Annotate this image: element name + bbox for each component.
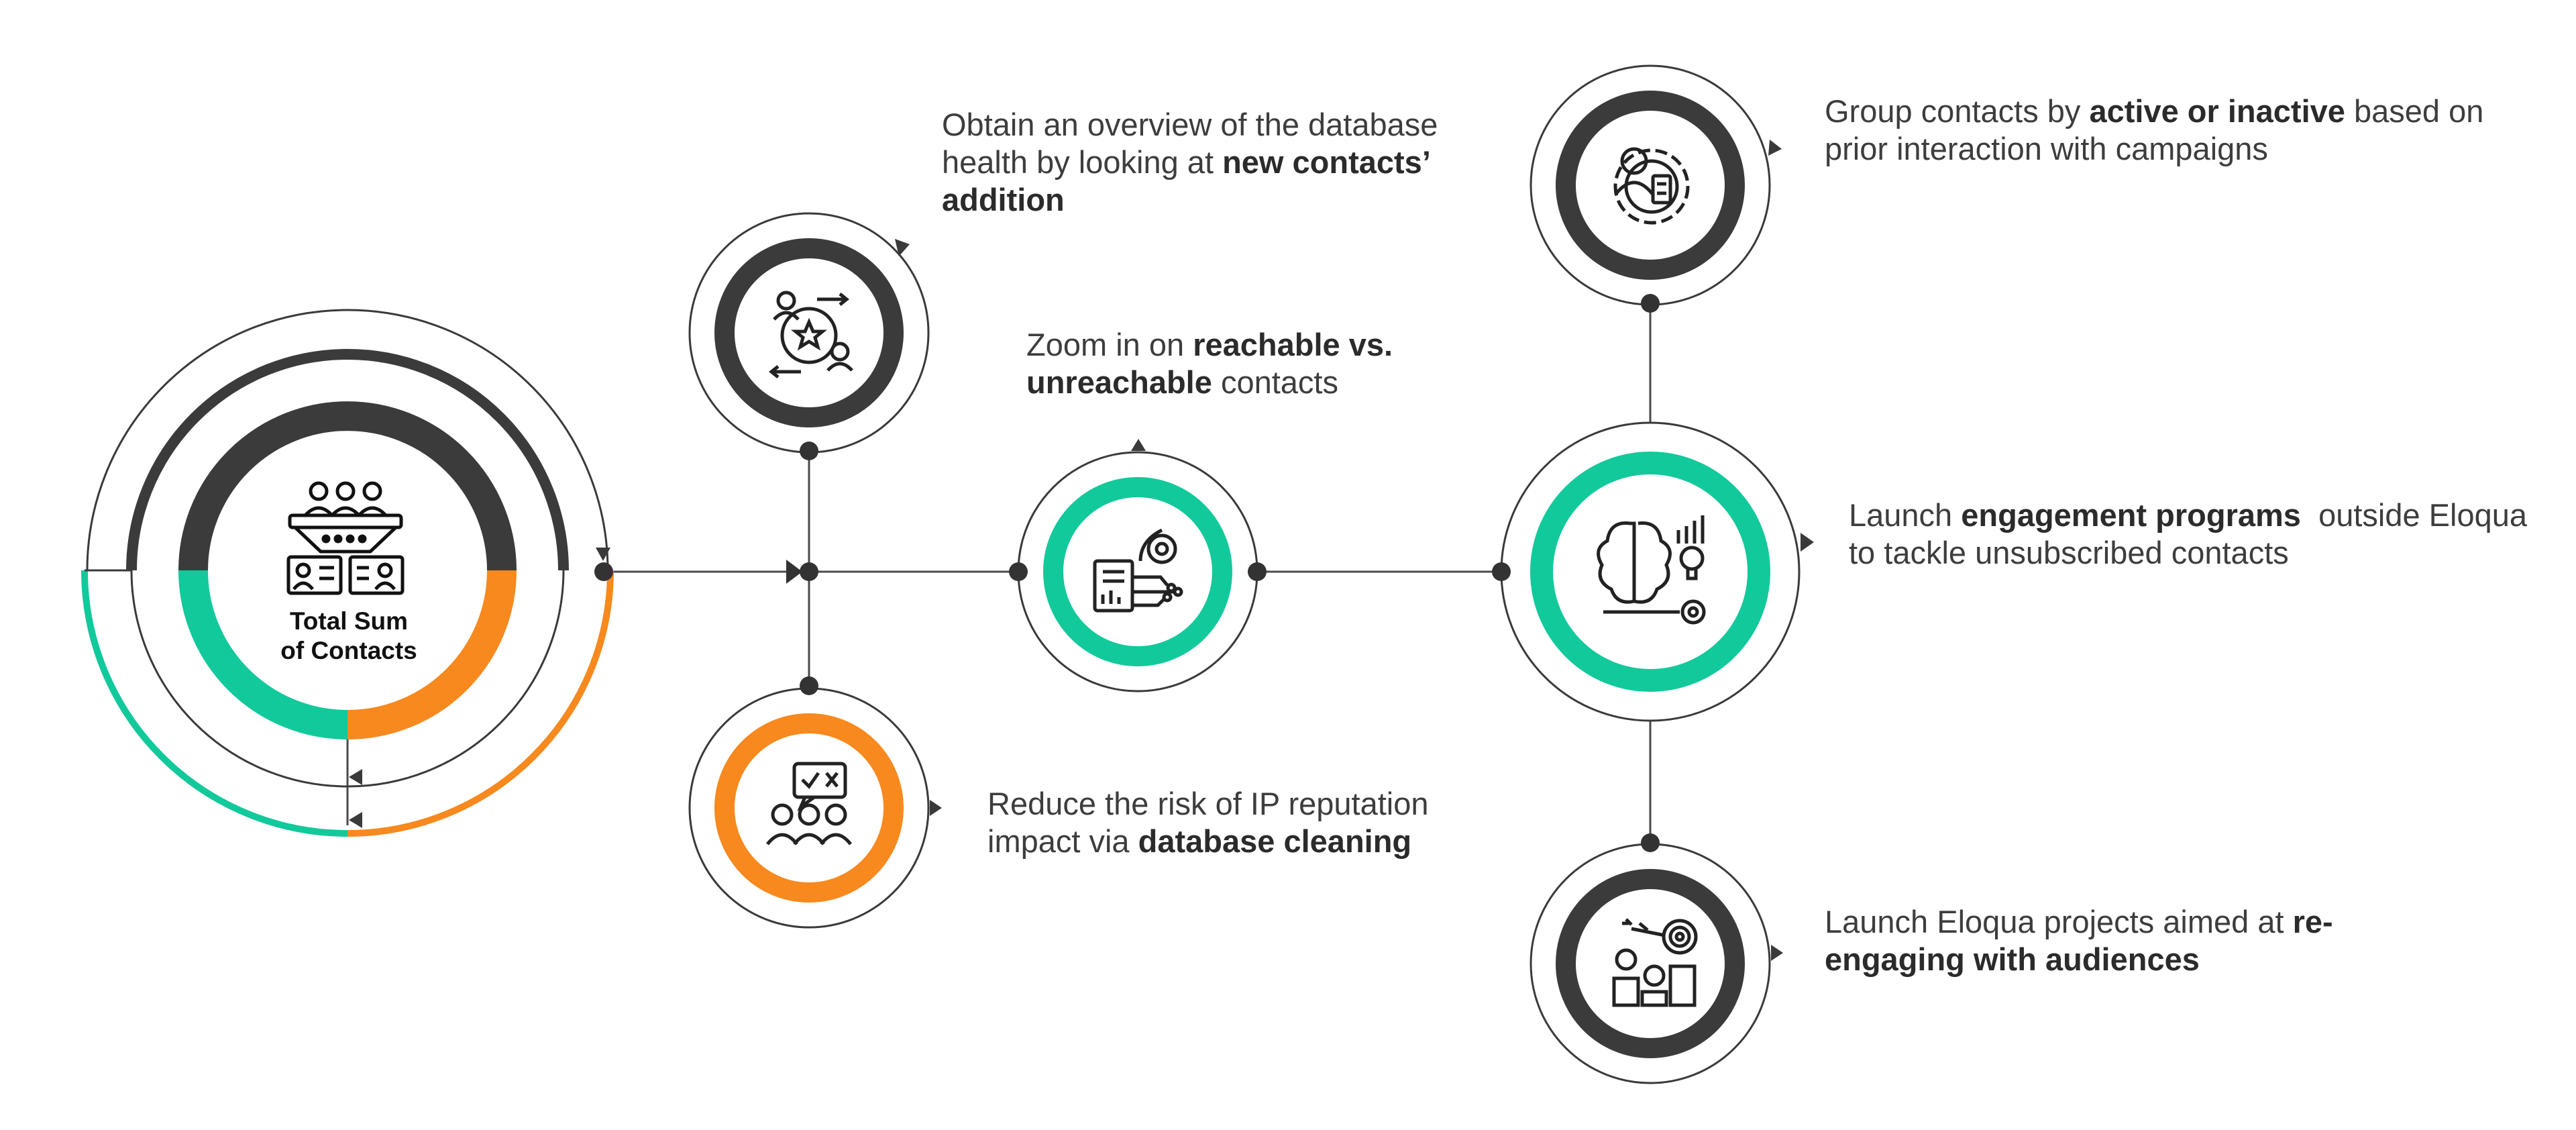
center-title-line2: of Contacts bbox=[280, 637, 417, 664]
label-text: based on prior interaction with campaign… bbox=[1825, 93, 2484, 166]
middle-thin-arc bbox=[130, 570, 565, 788]
label-re-engaging: Launch Eloqua projects aimed at re-engag… bbox=[1825, 903, 2428, 978]
arrow-head bbox=[349, 812, 362, 828]
junction-dots bbox=[594, 294, 1660, 852]
label-text: Zoom in on bbox=[1026, 327, 1193, 362]
label-bold-text: active or inactive bbox=[2089, 93, 2345, 129]
center-hub bbox=[81, 309, 614, 837]
label-reachable: Zoom in on reachable vs. unreachable con… bbox=[1026, 326, 1469, 401]
inner-orange-arc bbox=[347, 570, 517, 739]
people-gear-star-icon bbox=[768, 291, 853, 378]
arrow-head bbox=[349, 769, 362, 785]
label-bold-text: database cleaning bbox=[1138, 823, 1412, 859]
outer-thin-arc bbox=[86, 309, 609, 571]
label-text: Group contacts by bbox=[1825, 93, 2090, 129]
arrow-head bbox=[1801, 533, 1814, 552]
outer-orange-arc bbox=[347, 570, 614, 837]
label-database-cleaning: Reduce the risk of IP reputation impact … bbox=[987, 785, 1511, 860]
inner-green-arc bbox=[178, 570, 348, 739]
label-bold-text: reachable vs. unreachable bbox=[1026, 327, 1393, 400]
arrow-head bbox=[1768, 140, 1782, 156]
node-new-contacts bbox=[688, 212, 930, 454]
arrow-head bbox=[596, 548, 610, 561]
node-re-engaging bbox=[1529, 843, 1783, 1084]
person-gear-icon bbox=[1613, 147, 1690, 225]
label-bold-text: re-engaging with audiences bbox=[1825, 904, 2333, 977]
label-bold-text: new contacts’ addition bbox=[942, 144, 1430, 217]
label-text: Obtain an overview of the database healt… bbox=[942, 107, 1438, 180]
middle-dark-arc bbox=[126, 349, 569, 571]
label-text: Reduce the risk of IP reputation impact … bbox=[987, 786, 1429, 859]
label-text: contacts bbox=[1212, 364, 1338, 400]
node-engagement-programs bbox=[1500, 421, 1814, 722]
funnel-people-icon bbox=[286, 481, 405, 595]
label-new-contacts: Obtain an overview of the database healt… bbox=[942, 106, 1452, 219]
arrow-head bbox=[1131, 439, 1146, 451]
center-title: Total Sum of Contacts bbox=[241, 607, 456, 666]
center-title-line1: Total Sum bbox=[289, 607, 409, 635]
arrow-head bbox=[930, 800, 942, 816]
node-reachable bbox=[1017, 439, 1258, 692]
label-text: Launch Eloqua projects aimed at bbox=[1825, 904, 2293, 939]
arrow-head bbox=[1771, 945, 1783, 961]
label-active-inactive: Group contacts by active or inactive bas… bbox=[1825, 93, 2509, 168]
label-text: Launch bbox=[1849, 497, 1962, 533]
label-bold-text: engagement programs bbox=[1961, 497, 2301, 533]
label-engagement-programs: Launch engagement programs outside Eloqu… bbox=[1849, 497, 2546, 572]
audience-target-icon bbox=[1612, 918, 1698, 1007]
outer-green-arc bbox=[81, 570, 348, 837]
node-active-inactive bbox=[1529, 64, 1782, 306]
document-gear-network-icon bbox=[1093, 528, 1183, 613]
inner-dark-arc bbox=[178, 401, 517, 571]
arrow-head bbox=[895, 239, 910, 256]
node-database-cleaning bbox=[688, 687, 942, 929]
brain-gear-idea-icon bbox=[1597, 515, 1706, 625]
group-chat-check-icon bbox=[766, 762, 852, 845]
label-text: outside Eloqua to tackle unsubscribed co… bbox=[1849, 497, 2536, 570]
